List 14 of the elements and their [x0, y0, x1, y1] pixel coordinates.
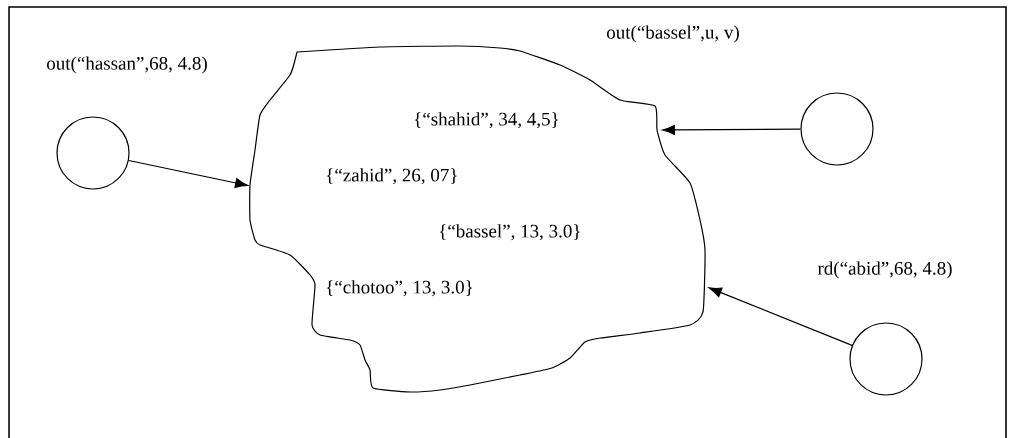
operation-label: out(“bassel”,u, v) [607, 25, 739, 43]
tuple-text: {“zahid”, 26, 07} [326, 168, 457, 185]
arrow [708, 287, 853, 346]
arrow [661, 124, 801, 135]
arrow [128, 159, 249, 188]
operation-label: rd(“abid”,68, 4.8) [817, 261, 952, 279]
circle [849, 322, 923, 396]
circle [800, 92, 874, 166]
tuple-text: {“shahid”, 34, 4,5} [414, 112, 558, 129]
operation-label: out(“hassan”,68, 4.8) [47, 56, 207, 74]
blob-outline [249, 45, 706, 393]
tuple-text: {“chotoo”, 13, 3.0} [326, 280, 473, 297]
tuple-text: {“bassel”, 13, 3.0} [439, 224, 580, 241]
circle [56, 116, 130, 190]
